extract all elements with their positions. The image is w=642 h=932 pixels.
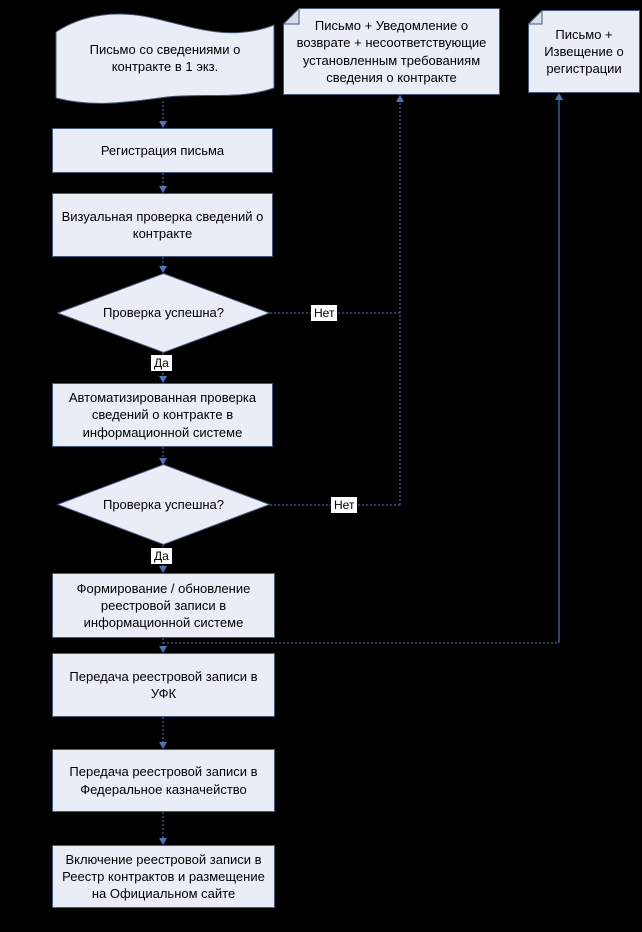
node-label: Проверка успешна? [102, 496, 225, 512]
node-label: Передача реестровой записи в УФК [69, 668, 258, 701]
edge-label-decision1-no: Нет [311, 305, 338, 321]
card-shape [528, 10, 640, 93]
node-label: Передача реестровой записи в Федеральное… [69, 764, 258, 797]
node-label: Письмо со сведениями о контракте в 1 экз… [89, 41, 241, 74]
node-label: Визуальная проверка сведений о контракте [61, 208, 264, 241]
node-label: Регистрация письма [100, 142, 225, 158]
node-form-record: Формирование / обновление реестровой зап… [52, 573, 275, 638]
arrowhead [159, 376, 167, 383]
node-register-letter: Регистрация письма [52, 128, 273, 173]
node-include-registry: Включение реестровой записи в Реестр кон… [52, 845, 275, 908]
arrowhead [159, 266, 167, 273]
arrowhead [159, 186, 167, 193]
node-auto-check: Автоматизированная проверка сведений о к… [52, 383, 273, 447]
node-return-notice-card: Письмо + Уведомление о возврате + несоот… [283, 8, 500, 95]
edge-label-decision1-yes: Да [151, 355, 172, 371]
diamond-shape [57, 273, 270, 353]
card-shape [283, 8, 500, 95]
node-label: Формирование / обновление реестровой зап… [76, 580, 251, 631]
document-shape [55, 13, 275, 104]
arrowhead [159, 742, 167, 749]
node-label: Автоматизированная проверка сведений о к… [68, 390, 257, 440]
arrowhead [396, 95, 404, 102]
edge-label-decision2-no: Нет [331, 497, 358, 513]
card-fold [528, 10, 543, 25]
node-letter-document: Письмо со сведениями о контракте в 1 экз… [55, 8, 275, 108]
node-decision-visual-check: Проверка успешна? [57, 273, 270, 353]
arrowhead [159, 646, 167, 653]
node-label: Проверка успешна? [102, 305, 225, 321]
node-label: Письмо + Извещение о регистрации [544, 26, 624, 77]
node-label: Письмо + Уведомление о возврате + несоот… [296, 18, 487, 85]
card-fold [283, 8, 300, 25]
arrowhead [159, 458, 167, 465]
arrowhead [159, 838, 167, 845]
node-label: Включение реестровой записи в Реестр кон… [62, 851, 265, 902]
node-registration-notice-card: Письмо + Извещение о регистрации [528, 10, 640, 93]
arrowhead [159, 121, 167, 128]
node-decision-auto-check: Проверка успешна? [57, 464, 270, 545]
node-visual-check: Визуальная проверка сведений о контракте [52, 193, 273, 257]
edge-label-decision2-yes: Да [151, 548, 172, 564]
arrowhead [555, 93, 563, 100]
arrowhead [159, 566, 167, 573]
node-transfer-treasury: Передача реестровой записи в Федеральное… [52, 749, 275, 812]
diamond-shape [57, 464, 270, 545]
node-transfer-ufk: Передача реестровой записи в УФК [52, 653, 275, 717]
